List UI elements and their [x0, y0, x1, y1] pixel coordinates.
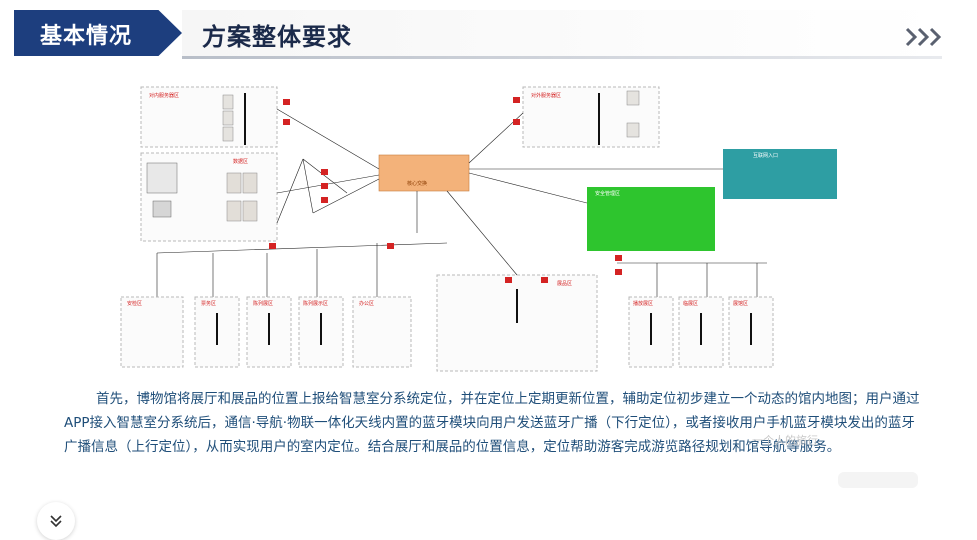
zone-label-office: 办公区	[359, 300, 374, 307]
zone-internal-servers	[140, 86, 278, 148]
data-zone-racks	[146, 162, 258, 222]
network-links	[156, 108, 767, 297]
zone-label-display: 陈列展区	[253, 300, 273, 307]
firewall-nodes	[269, 97, 622, 283]
zone-internet	[723, 149, 837, 199]
zone-label-external: 对外服务器区	[531, 92, 561, 99]
double-chevron-down-icon[interactable]	[37, 502, 75, 540]
zone-security	[587, 187, 715, 251]
zone-label-hall: 展馆区	[733, 300, 748, 307]
zone-label-broadcast: 播放展区	[633, 300, 653, 307]
zone-label-internal: 对内服务器区	[149, 92, 179, 99]
zone-label-internet: 互联网入口	[753, 152, 778, 159]
page-title: 方案整体要求	[202, 23, 352, 51]
triple-chevron-right-icon[interactable]	[905, 26, 945, 52]
header-divider	[182, 56, 942, 59]
zone-label-temporary: 临展区	[683, 300, 698, 307]
section-tab	[14, 10, 182, 56]
blur-smudge	[838, 472, 918, 488]
external-server-racks	[598, 90, 640, 145]
watermark: 一个人的旅行	[752, 434, 818, 447]
zone-label-ticket: 票务区	[201, 300, 216, 307]
zone-label-checkpoint: 安检区	[127, 300, 142, 307]
core-switch-area	[378, 154, 470, 192]
zone-label-exhibit: 展品区	[557, 281, 572, 287]
bottom-bus-lines	[216, 289, 752, 345]
zone-label-core: 核心交换	[407, 180, 427, 187]
internal-server-racks	[222, 93, 246, 145]
zone-label-display-show: 陈列展示区	[303, 300, 328, 307]
section-label: 基本情况	[40, 24, 133, 49]
network-topology-diagram: 对内服务器区 数据区 对外服务器区 展品区 安全管理区 互联网入口 核心交换	[117, 83, 847, 387]
zone-label-security: 安全管理区	[595, 190, 620, 197]
description-paragraph: 首先，博物馆将展厅和展品的位置上报给智慧室分系统定位，并在定位上定期更新位置，辅…	[64, 391, 920, 455]
zone-label-data: 数据区	[233, 158, 248, 165]
header-title-strip	[182, 10, 942, 56]
